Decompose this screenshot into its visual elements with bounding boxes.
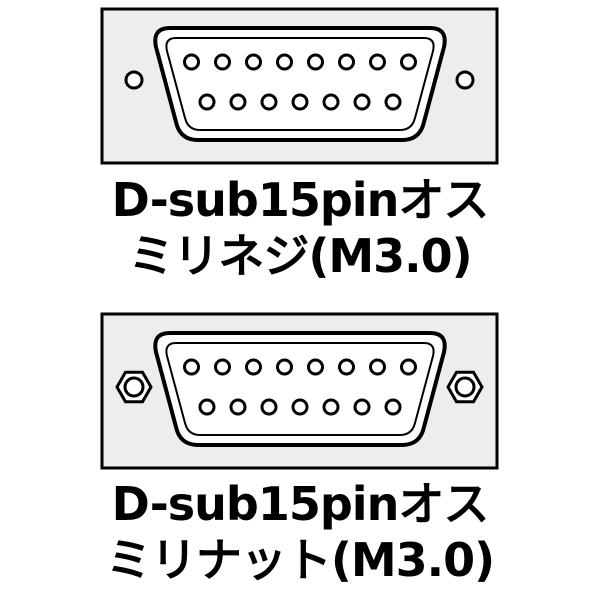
connector-panel-screw: D-sub15pinオス ミリネジ(M3.0)	[0, 7, 600, 284]
pin-icon	[353, 93, 371, 111]
dsub-shell-inner-outline	[165, 37, 435, 131]
dsub-shell-inner-outline	[165, 342, 435, 436]
caption-line-1: D-sub15pinオス	[111, 173, 490, 227]
pin-icon	[276, 53, 293, 71]
pin-icon	[307, 358, 324, 376]
pin-icon	[198, 398, 216, 416]
pin-icon	[338, 53, 355, 71]
caption-line-1: D-sub15pinオス	[111, 477, 490, 531]
dsub-shell-outline	[153, 331, 447, 447]
dsub15-nut-connector-diagram	[100, 312, 499, 470]
pins-top-row	[183, 358, 417, 376]
pin-icon	[291, 93, 309, 111]
pin-icon	[214, 53, 231, 71]
pin-icon	[400, 53, 417, 71]
pin-icon	[291, 398, 309, 416]
pin-icon	[260, 93, 278, 111]
caption-line-2: ミリナット(M3.0)	[105, 533, 495, 587]
pin-icon	[229, 93, 247, 111]
pin-icon	[338, 358, 355, 376]
pin-icon	[214, 358, 231, 376]
pin-icon	[229, 398, 247, 416]
connector-caption-screw: D-sub15pinオス ミリネジ(M3.0)	[0, 172, 600, 284]
pin-icon	[198, 93, 216, 111]
dsub-shell-outline	[153, 26, 447, 142]
pin-icon	[322, 93, 340, 111]
pin-icon	[245, 358, 262, 376]
screw-hole-icon	[455, 70, 475, 90]
pin-icon	[369, 358, 386, 376]
pins-bottom-row	[198, 398, 402, 416]
pin-icon	[400, 358, 417, 376]
hex-nut-icon	[115, 370, 153, 404]
pin-icon	[353, 398, 371, 416]
pin-icon	[183, 53, 200, 71]
pin-icon	[369, 53, 386, 71]
pins-top-row	[183, 53, 417, 71]
caption-line-2: ミリネジ(M3.0)	[128, 229, 472, 283]
connector-panel-nut: D-sub15pinオス ミリナット(M3.0)	[0, 300, 600, 600]
pin-icon	[183, 358, 200, 376]
pin-icon	[322, 398, 340, 416]
screw-hole-icon	[124, 70, 144, 90]
pin-icon	[384, 398, 402, 416]
pin-icon	[260, 398, 278, 416]
pin-icon	[245, 53, 262, 71]
pin-icon	[307, 53, 324, 71]
dsub15-screw-connector-diagram	[100, 7, 499, 165]
pin-icon	[276, 358, 293, 376]
pin-icon	[384, 93, 402, 111]
hex-nut-icon	[446, 370, 484, 404]
connector-caption-nut: D-sub15pinオス ミリナット(M3.0)	[0, 476, 600, 588]
pins-bottom-row	[198, 93, 402, 111]
